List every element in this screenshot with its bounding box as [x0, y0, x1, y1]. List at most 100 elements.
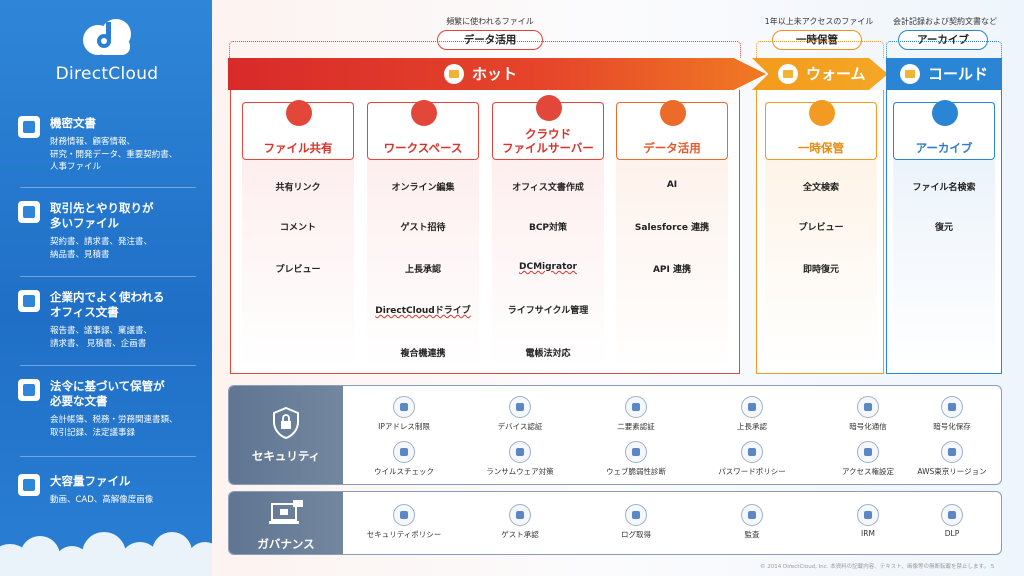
office-document-icon — [18, 290, 40, 312]
column-cloud-file-server: クラウド ファイルサーバー オフィス文書作成 BCP対策 DCMigrator … — [492, 95, 604, 368]
access-control-icon — [857, 441, 879, 463]
feature: プレビュー — [798, 223, 844, 233]
sidebar: DirectCloud 機密文書 財務情報、顧客情報、 研究・開発データ、重要契… — [0, 0, 212, 576]
security-item: AWS東京リージョン — [897, 441, 1001, 477]
security-header: セキュリティ — [229, 386, 343, 484]
column-data-utilization: データ活用 AI Salesforce 連携 API 連携 — [616, 100, 728, 368]
warm-bracket — [756, 41, 884, 58]
hot-top-label: 頻繁に使われるファイル — [446, 17, 534, 26]
governance-item: ログ取得 — [581, 504, 691, 540]
security-item-label: IPアドレス制限 — [378, 422, 430, 431]
column-workspace: ワークスペース オンライン編集 ゲスト招待 上長承認 DirectCloudドラ… — [367, 100, 479, 368]
workspace-icon — [411, 100, 437, 126]
shield-lock-icon — [273, 406, 299, 440]
link-icon — [286, 100, 312, 126]
sidebar-item-title: 企業内でよく使われる オフィス文書 — [50, 290, 165, 319]
security-item: ウイルスチェック — [349, 441, 459, 477]
ransomware-icon — [509, 441, 531, 463]
sidebar-item-desc: 契約書、請求書、発注書、 納品書、見積書 — [50, 237, 153, 260]
governance-item-label: IRM — [861, 529, 875, 538]
aws-region-icon — [941, 441, 963, 463]
feature: オンライン編集 — [391, 183, 455, 193]
sidebar-item-partners: 取引先とやり取りが 多いファイル 契約書、請求書、発注書、 納品書、見積書 — [18, 201, 202, 261]
decorative-clouds — [0, 532, 212, 576]
column-archive: アーカイブ ファイル名検索 復元 — [893, 100, 995, 368]
sidebar-item-desc: 財務情報、顧客情報、 研究・開発データ、重要契約書、 人事ファイル — [50, 137, 178, 172]
security-item: 暗号化通信 — [813, 396, 923, 432]
feature: ゲスト招待 — [400, 223, 446, 233]
cold-band: コールド — [886, 58, 1002, 90]
security-item-label: 暗号化保存 — [933, 422, 971, 431]
warm-top-label: 1年以上未アクセスのファイル — [764, 17, 874, 26]
hot-pill: データ活用 — [437, 30, 543, 50]
sidebar-item-legal-docs: 法令に基づいて保管が 必要な文書 会計帳簿、税務・労務関連書類、 取引記録、法定… — [18, 379, 202, 439]
sidebar-item-title: 取引先とやり取りが 多いファイル — [50, 201, 154, 230]
security-item: 暗号化保存 — [897, 396, 1001, 432]
irm-icon — [857, 504, 879, 526]
feature: Salesforce 連携 — [634, 223, 710, 233]
column-temporary-storage: 一時保管 全文検索 プレビュー 即時復元 — [765, 100, 877, 368]
card-title: アーカイブ — [915, 141, 973, 155]
sidebar-item-office-docs: 企業内でよく使われる オフィス文書 報告書、議事録、稟議書、 請求書、 見積書、… — [18, 290, 202, 350]
device-auth-icon — [509, 396, 531, 418]
sidebar-item-title: 機密文書 — [50, 116, 96, 130]
feature: API 連携 — [652, 265, 692, 275]
sidebar-divider — [20, 456, 196, 457]
ledger-icon — [18, 379, 40, 401]
encrypted-network-icon — [857, 396, 879, 418]
audit-icon — [741, 504, 763, 526]
folder-icon — [778, 63, 798, 84]
security-item-label: 二要素認証 — [617, 422, 655, 431]
approval-icon — [741, 396, 763, 418]
security-item: パスワードポリシー — [697, 441, 807, 477]
feature: 電帳法対応 — [525, 349, 571, 359]
feature: ライフサイクル管理 — [507, 306, 589, 316]
encrypted-file-icon — [941, 396, 963, 418]
governance-item: ゲスト承認 — [465, 504, 575, 540]
sidebar-item-desc: 動画、CAD、高解像度画像 — [50, 495, 154, 505]
guest-approval-icon — [509, 504, 531, 526]
feature: 即時復元 — [802, 265, 839, 275]
governance-item: 監査 — [697, 504, 807, 540]
governance-item-label: DLP — [944, 529, 960, 538]
column-file-sharing: ファイル共有 共有リンク コメント プレビュー — [242, 100, 354, 368]
cloud-logo-icon — [83, 19, 131, 55]
ai-gear-icon — [660, 100, 686, 126]
otp-icon — [625, 396, 647, 418]
sidebar-divider — [20, 365, 196, 366]
security-item-label: 暗号化通信 — [849, 422, 887, 431]
governance-item: DLP — [897, 504, 1001, 538]
governance-label: ガバナンス — [257, 537, 315, 551]
feature: BCP対策 — [528, 223, 568, 233]
dlp-icon — [941, 504, 963, 526]
governance-item-label: ゲスト承認 — [501, 530, 539, 539]
card-archive: アーカイブ — [893, 100, 995, 160]
security-item: デバイス認証 — [465, 396, 575, 432]
governance-item: IRM — [813, 504, 923, 538]
feature: 複合機連携 — [400, 349, 446, 359]
security-item-label: アクセス権設定 — [841, 467, 895, 476]
feature: オフィス文書作成 — [512, 183, 584, 193]
sidebar-item-desc: 会計帳簿、税務・労務関連書類、 取引記録、法定議事録 — [50, 415, 178, 438]
sidebar-item-desc: 報告書、議事録、稟議書、 請求書、 見積書、企画書 — [50, 326, 153, 349]
download-doc-icon — [809, 100, 835, 126]
sidebar-item-title: 法令に基づいて保管が 必要な文書 — [50, 379, 165, 408]
document-lock-icon — [18, 116, 40, 138]
hot-band: ホット — [228, 58, 766, 90]
feature: コメント — [279, 223, 316, 233]
feature: AI — [666, 180, 678, 190]
security-item: ランサムウェア対策 — [465, 441, 575, 477]
warm-pill: 一時保管 — [772, 30, 862, 50]
governance-item-label: ログ取得 — [621, 530, 651, 539]
document-exchange-icon — [18, 201, 40, 223]
virus-check-icon — [393, 441, 415, 463]
feature: プレビュー — [275, 265, 321, 275]
card-data-utilization: データ活用 — [616, 100, 728, 160]
card-temporary-storage: 一時保管 — [765, 100, 877, 160]
feature: 復元 — [934, 223, 953, 233]
feature: DirectCloudドライブ — [375, 306, 471, 316]
security-item: 上長承認 — [697, 396, 807, 432]
card-title: データ活用 — [643, 141, 701, 155]
sidebar-divider — [20, 187, 196, 188]
waf-icon — [625, 441, 647, 463]
